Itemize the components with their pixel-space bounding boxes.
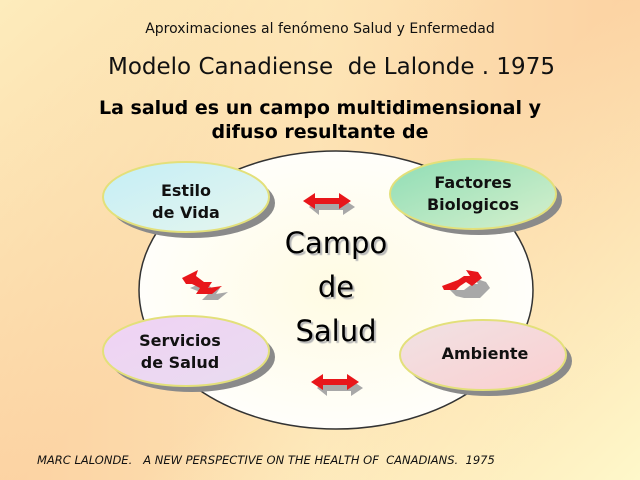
node-ambiente — [399, 319, 572, 396]
center-label-campo-de-salud: Campo de Salud — [284, 226, 388, 348]
slide-footer-citation: MARC LALONDE. A NEW PERSPECTIVE ON THE H… — [37, 453, 495, 467]
double-arrow-horizontal-icon — [311, 374, 363, 396]
node-label-estilo-de-vida: Estilo de Vida — [152, 181, 220, 222]
double-arrow-horizontal-icon — [303, 193, 355, 215]
double-arrow-diagonal-icon — [182, 270, 228, 300]
slide-title: Modelo Canadiense de Lalonde . 1975 — [108, 54, 555, 80]
node-label-ambiente: Ambiente — [441, 344, 529, 363]
node-label-factores-biologicos: Factores Biologicos — [426, 173, 520, 214]
node-factores-biologicos — [389, 158, 562, 235]
slide-heading: La salud es un campo multidimensional y … — [0, 96, 640, 144]
double-arrow-diagonal-icon — [442, 270, 490, 298]
slide-subtitle: Aproximaciones al fenómeno Salud y Enfer… — [145, 21, 495, 37]
node-estilo-de-vida — [102, 161, 275, 238]
heading-line-1: La salud es un campo multidimensional y — [98, 97, 542, 119]
node-label-servicios-de-salud: Servicios de Salud — [139, 331, 221, 372]
node-servicios-de-salud — [102, 315, 275, 392]
heading-line-2: difuso resultante de — [211, 121, 429, 143]
